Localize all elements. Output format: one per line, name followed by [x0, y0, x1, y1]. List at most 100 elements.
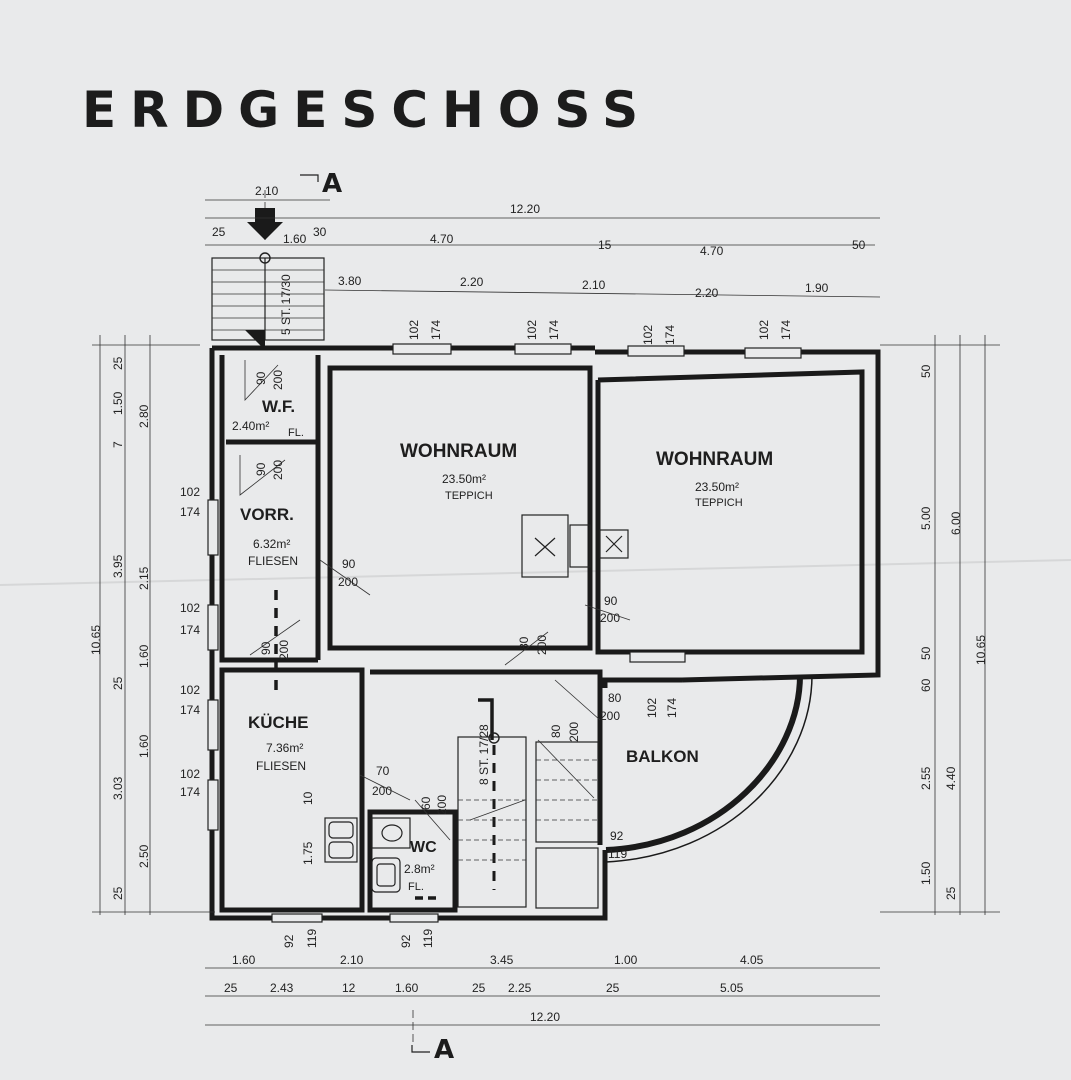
svg-text:200: 200 [277, 640, 291, 660]
svg-text:1.75: 1.75 [301, 841, 315, 865]
room-kueche: KÜCHE 7.36m² FLIESEN [248, 713, 308, 773]
svg-text:90: 90 [254, 462, 268, 476]
door-swings [239, 360, 631, 841]
svg-text:119: 119 [608, 847, 627, 861]
svg-text:12.20: 12.20 [510, 202, 540, 216]
svg-text:174: 174 [180, 703, 200, 717]
svg-text:174: 174 [547, 320, 561, 340]
dimension-top: 2.10 12.20 25 1.60 30 4.70 15 4.70 50 3.… [205, 184, 881, 300]
svg-text:92: 92 [610, 829, 624, 843]
svg-text:80: 80 [517, 636, 531, 650]
svg-text:2.10: 2.10 [255, 184, 279, 198]
svg-text:102: 102 [641, 325, 655, 345]
window-labels-top: 102 174 102 174 102 174 102 174 [407, 320, 793, 345]
svg-text:BALKON: BALKON [626, 747, 699, 766]
inner-stair-steps: 8 ST. 17/28 [458, 724, 598, 861]
svg-text:200: 200 [600, 709, 620, 723]
svg-text:VORR.: VORR. [240, 505, 294, 524]
svg-text:FLIESEN: FLIESEN [256, 759, 306, 773]
balcony [605, 674, 813, 863]
svg-text:1.60: 1.60 [395, 981, 419, 995]
svg-text:25: 25 [224, 981, 238, 995]
svg-text:1.60: 1.60 [232, 953, 256, 967]
dimension-bottom: 1.60 2.10 3.45 1.00 4.05 25 2.43 12 1.60… [205, 953, 880, 1026]
section-mark-bottom: A [411, 1035, 468, 1065]
svg-text:3.80: 3.80 [338, 274, 362, 288]
dashed-marks [274, 590, 500, 900]
dimension-right: 10.65 6.00 50 5.00 50 60 2.55 4.40 1.50 … [880, 335, 1000, 915]
entrance-arrow-icon [247, 208, 283, 240]
svg-text:10.65: 10.65 [974, 635, 988, 665]
svg-text:25: 25 [944, 886, 958, 900]
svg-text:2.80: 2.80 [137, 404, 151, 428]
room-vorr: VORR. 6.32m² FLIESEN [240, 505, 298, 568]
svg-text:12.20: 12.20 [530, 1010, 560, 1024]
svg-text:4.05: 4.05 [740, 953, 764, 967]
svg-text:90: 90 [342, 557, 356, 571]
svg-text:25: 25 [472, 981, 486, 995]
svg-text:102: 102 [180, 601, 200, 615]
svg-text:174: 174 [429, 320, 443, 340]
svg-text:200: 200 [338, 575, 358, 589]
svg-text:92: 92 [399, 934, 413, 948]
svg-text:174: 174 [663, 325, 677, 345]
svg-text:102: 102 [525, 320, 539, 340]
svg-text:FL.: FL. [408, 881, 424, 893]
svg-text:3.45: 3.45 [490, 953, 514, 967]
room-wf: W.F. 2.40m² FL. [232, 397, 304, 439]
svg-text:1.00: 1.00 [614, 953, 638, 967]
svg-text:23.50m²: 23.50m² [442, 472, 486, 486]
svg-text:4.40: 4.40 [944, 766, 958, 790]
room-wohnraum-1: WOHNRAUM 23.50m² TEPPICH [400, 441, 517, 502]
svg-text:10: 10 [301, 791, 315, 805]
svg-text:174: 174 [665, 698, 679, 718]
svg-text:3.03: 3.03 [111, 776, 125, 800]
svg-text:6.00: 6.00 [949, 511, 963, 535]
svg-text:2.15: 2.15 [137, 566, 151, 590]
svg-text:174: 174 [180, 623, 200, 637]
svg-text:102: 102 [757, 320, 771, 340]
svg-text:8 ST. 17/28: 8 ST. 17/28 [477, 724, 491, 785]
svg-text:102: 102 [180, 767, 200, 781]
svg-text:2.55: 2.55 [919, 766, 933, 790]
svg-text:1.90: 1.90 [805, 281, 829, 295]
svg-text:25: 25 [606, 981, 620, 995]
svg-text:WOHNRAUM: WOHNRAUM [656, 449, 773, 470]
svg-text:6.32m²: 6.32m² [253, 537, 290, 551]
room-wc: WC 2.8m² FL. [404, 839, 437, 893]
svg-text:200: 200 [535, 635, 549, 655]
svg-text:25: 25 [111, 886, 125, 900]
svg-text:119: 119 [421, 929, 435, 948]
svg-text:92: 92 [282, 934, 296, 948]
svg-text:W.F.: W.F. [262, 397, 295, 416]
svg-text:3.95: 3.95 [111, 554, 125, 578]
svg-text:60: 60 [419, 796, 433, 810]
svg-text:A: A [434, 1035, 468, 1065]
svg-text:4.70: 4.70 [700, 244, 724, 258]
svg-text:50: 50 [852, 238, 866, 252]
svg-text:2.8m²: 2.8m² [404, 862, 435, 876]
svg-text:FLIESEN: FLIESEN [248, 554, 298, 568]
svg-text:102: 102 [407, 320, 421, 340]
svg-text:2.20: 2.20 [695, 286, 719, 300]
svg-text:5.00: 5.00 [919, 506, 933, 530]
svg-text:50: 50 [919, 364, 933, 378]
svg-text:WOHNRAUM: WOHNRAUM [400, 441, 517, 462]
svg-text:30: 30 [313, 225, 327, 239]
svg-text:60: 60 [919, 678, 933, 692]
svg-text:174: 174 [779, 320, 793, 340]
svg-text:25: 25 [212, 225, 226, 239]
svg-text:1.60: 1.60 [137, 734, 151, 758]
svg-text:200: 200 [372, 784, 392, 798]
windows [207, 343, 802, 923]
svg-text:200: 200 [567, 722, 581, 742]
svg-text:90: 90 [254, 371, 268, 385]
svg-text:174: 174 [180, 785, 200, 799]
fixtures [324, 817, 411, 893]
svg-text:12: 12 [342, 981, 356, 995]
svg-text:25: 25 [111, 356, 125, 370]
svg-text:5.05: 5.05 [720, 981, 744, 995]
svg-text:70: 70 [376, 764, 390, 778]
svg-text:102: 102 [645, 698, 659, 718]
